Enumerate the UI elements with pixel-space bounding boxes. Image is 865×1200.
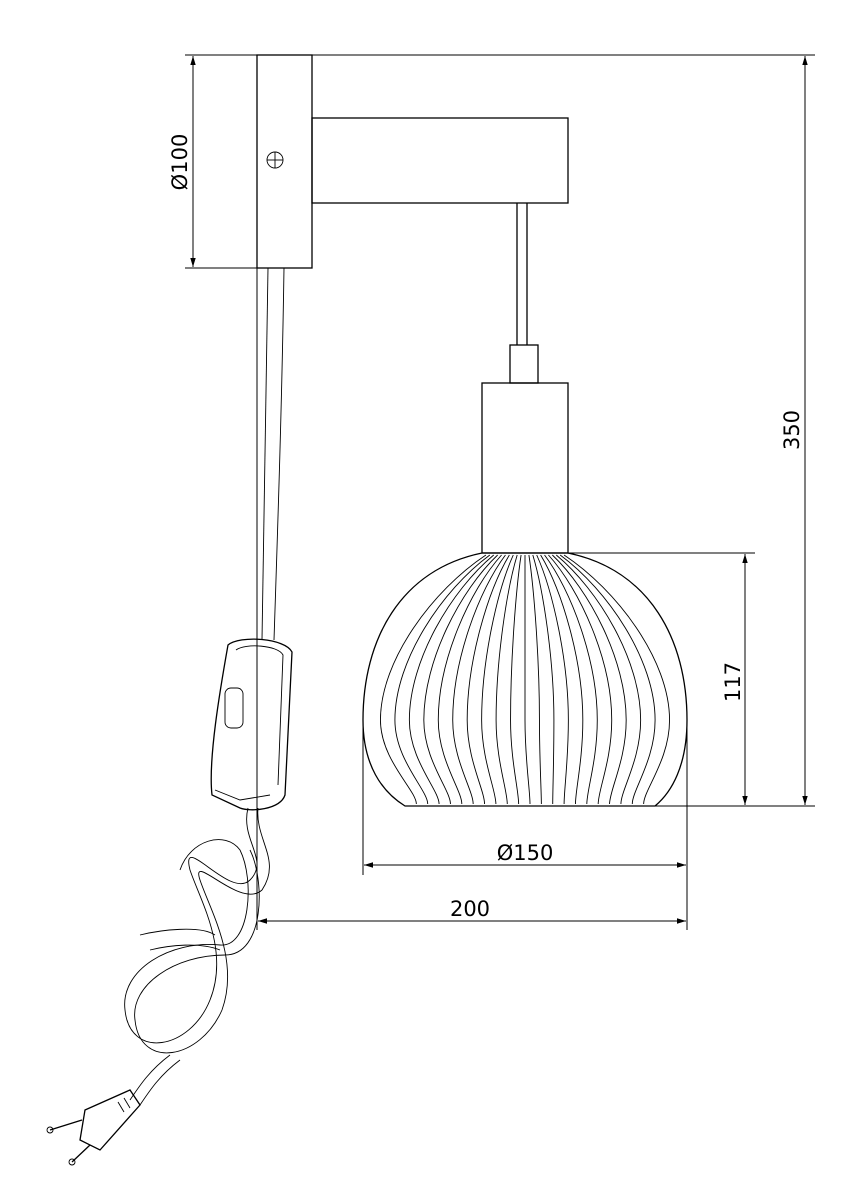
shade-rib (532, 554, 555, 805)
shade-rib (495, 554, 518, 805)
dimension-base-diameter: Ø100 (168, 54, 257, 269)
dimension-projection: 200 (256, 268, 686, 930)
shade-rib (548, 554, 613, 805)
shade-rib (452, 554, 506, 805)
shade-rib (380, 554, 487, 805)
wall-plate (256, 54, 313, 269)
dimension-total-height: 350 (312, 54, 815, 807)
power-cord (46, 267, 293, 1166)
shade-rib (528, 554, 542, 805)
dimension-label: Ø100 (168, 134, 192, 191)
arm (311, 117, 569, 204)
dimension-label: 350 (780, 410, 804, 450)
shade-rib (423, 554, 498, 805)
inline-switch (210, 638, 293, 811)
socket-housing (481, 382, 569, 554)
shade-rib (510, 554, 522, 805)
shade-rib (408, 554, 495, 805)
shade-rib (481, 554, 514, 805)
shade-rib (544, 554, 598, 805)
shade-rib (524, 555, 531, 805)
dimension-label: 200 (450, 897, 490, 921)
dimension-shade-diameter: Ø150 (362, 720, 688, 930)
dimension-label: Ø150 (497, 841, 554, 865)
switch-toggle (224, 687, 244, 729)
shade-rib (552, 554, 627, 805)
dimension-label: 117 (721, 662, 745, 702)
shade-rib (437, 554, 502, 805)
dimension-shade-height: 117 (568, 552, 755, 805)
shade-rib (540, 554, 584, 805)
shade-rib (559, 554, 656, 805)
shade-rib (466, 554, 510, 805)
shade-rib (536, 554, 569, 805)
shade-rib (563, 554, 670, 805)
shade-rib (555, 554, 642, 805)
shade-rib (394, 554, 491, 805)
suspension-rod (509, 203, 539, 384)
ribbed-shade (362, 552, 688, 807)
plug (46, 1089, 141, 1166)
